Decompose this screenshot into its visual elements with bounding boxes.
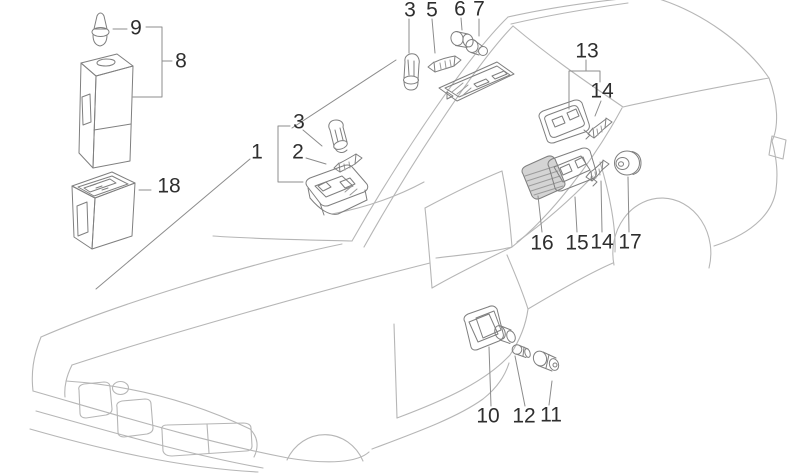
part-12-bulb-drawing: [511, 344, 531, 358]
part-14-festoon-upper-drawing: [587, 117, 613, 139]
callout-11: 11: [540, 403, 562, 427]
part-18-holder-drawing: [71, 171, 136, 250]
part-1-dome-lamp-drawing: [305, 164, 369, 216]
part-drawings: [71, 12, 642, 372]
callout-10: 10: [476, 404, 500, 428]
callout-15: 15: [565, 231, 589, 255]
callout-7: 7: [473, 0, 485, 21]
callout-14: 14: [590, 79, 614, 103]
callout-5: 5: [426, 0, 438, 22]
part-10-door-lamp-drawing: [463, 305, 516, 351]
part-17-grommet-drawing: [614, 150, 642, 176]
callout-3: 3: [404, 0, 416, 22]
callout-13: 13: [575, 39, 599, 63]
callout-14: 14: [590, 230, 614, 254]
callout-2: 2: [292, 140, 304, 164]
rear-reading-lamp-drawing: [438, 61, 515, 102]
part-14-festoon-lower-drawing: [585, 159, 610, 182]
callout-9: 9: [130, 16, 142, 40]
callout-6: 6: [454, 0, 466, 21]
callout-16: 16: [530, 231, 554, 255]
callout-8: 8: [175, 49, 187, 73]
car-body-lines: [29, 0, 787, 473]
callout-18: 18: [157, 174, 181, 198]
callout-1: 1: [251, 140, 263, 164]
part-15-lamp-drawing: [547, 147, 598, 192]
part-5-festoon-bulb-drawing: [427, 55, 462, 73]
part-7-bulb-drawing: [465, 39, 488, 56]
callout-17: 17: [618, 230, 642, 254]
leader-lines: [95, 17, 630, 407]
part-3-bulb-lower-drawing: [328, 119, 348, 153]
part-11-socket-drawing: [532, 350, 560, 372]
part-8-flashlight-drawing: [78, 53, 134, 169]
part-9-flashlight-bulb-drawing: [91, 12, 110, 47]
part-3-bulb-top-drawing: [403, 53, 420, 91]
part-2-festoon-bulb-drawing: [333, 153, 363, 173]
callout-3: 3: [293, 110, 305, 134]
callout-12: 12: [512, 404, 536, 428]
